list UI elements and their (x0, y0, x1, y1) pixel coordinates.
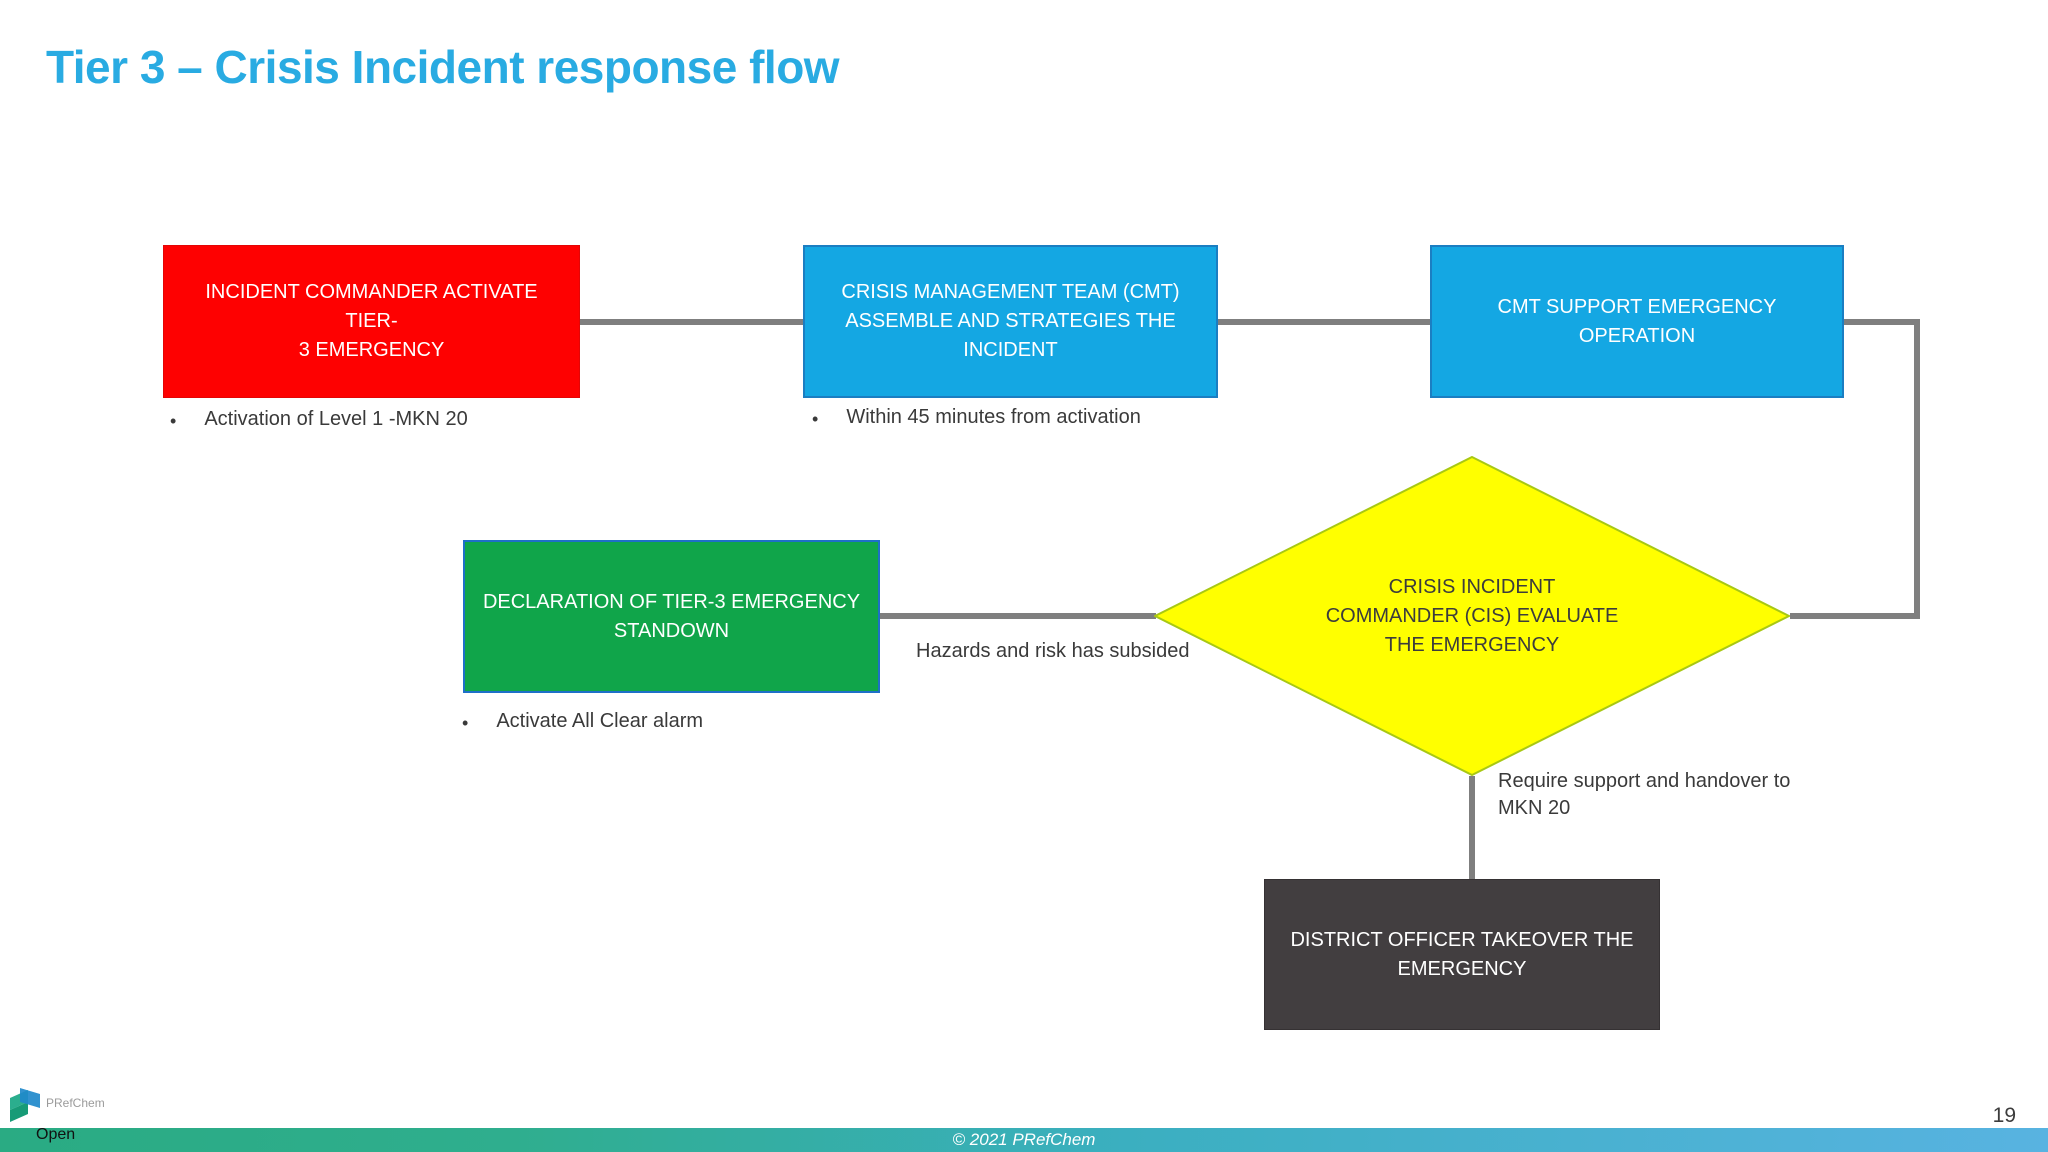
note-cmt-assemble-text: Within 45 minutes from activation (846, 406, 1141, 428)
edge-label-handover: Require support and handover to MKN 20 (1498, 770, 1791, 819)
node-incident-commander-label: INCIDENT COMMANDER ACTIVATE TIER- 3 EMER… (205, 281, 538, 361)
edge-label-subsided: Hazards and risk has subsided (916, 640, 1190, 662)
bullet-marker: • (170, 411, 177, 431)
bullet-marker: • (812, 409, 819, 429)
page-title: Tier 3 – Crisis Incident response flow (46, 41, 840, 93)
bullet-marker: • (462, 713, 469, 733)
node-district-officer: DISTRICT OFFICER TAKEOVER THE EMERGENCY (1264, 879, 1660, 1030)
decision-diamond-shape (1154, 456, 1790, 776)
node-district-officer-label: DISTRICT OFFICER TAKEOVER THE EMERGENCY (1290, 928, 1634, 980)
node-cic-evaluate-label: CRISIS INCIDENT COMMANDER (CIS) EVALUATE… (1325, 575, 1619, 656)
node-incident-commander: INCIDENT COMMANDER ACTIVATE TIER- 3 EMER… (163, 245, 580, 398)
connector-into-diamond (1790, 613, 1920, 619)
connector-incident-to-assemble (580, 319, 803, 325)
page-number: 19 (1992, 1104, 2016, 1127)
node-cic-evaluate: CRISIS INCIDENT COMMANDER (CIS) EVALUATE… (1154, 456, 1790, 776)
node-standdown-label: DECLARATION OF TIER-3 EMERGENCY STANDOWN (482, 590, 861, 642)
connector-right-vertical (1914, 319, 1920, 619)
note-cmt-assemble: • Within 45 minutes from activation (812, 406, 1141, 432)
prefchem-logo-text: PRefChem (46, 1096, 105, 1110)
connector-diamond-to-standdown (880, 613, 1156, 619)
connector-support-right (1844, 319, 1920, 325)
note-incident-commander: • Activation of Level 1 -MKN 20 (170, 408, 468, 434)
node-cmt-support-label: CMT SUPPORT EMERGENCY OPERATION (1497, 295, 1777, 347)
node-cmt-assemble-label: CRISIS MANAGEMENT TEAM (CMT) ASSEMBLE AN… (841, 281, 1180, 361)
footer-gradient-bar (0, 1128, 2048, 1152)
connector-diamond-to-district (1469, 776, 1475, 879)
note-incident-commander-text: Activation of Level 1 -MKN 20 (204, 408, 468, 430)
node-cmt-assemble: CRISIS MANAGEMENT TEAM (CMT) ASSEMBLE AN… (803, 245, 1218, 398)
node-standdown: DECLARATION OF TIER-3 EMERGENCY STANDOWN (463, 540, 880, 693)
classification-label: Open (36, 1126, 76, 1143)
copyright-text: © 2021 PRefChem (952, 1130, 1096, 1149)
prefchem-logo-icon (10, 1088, 40, 1122)
node-cmt-support: CMT SUPPORT EMERGENCY OPERATION (1430, 245, 1844, 398)
note-standdown-text: Activate All Clear alarm (496, 710, 704, 732)
note-standdown: • Activate All Clear alarm (462, 710, 703, 736)
connector-assemble-to-support (1218, 319, 1430, 325)
company-logo: PRefChem (8, 1086, 105, 1124)
